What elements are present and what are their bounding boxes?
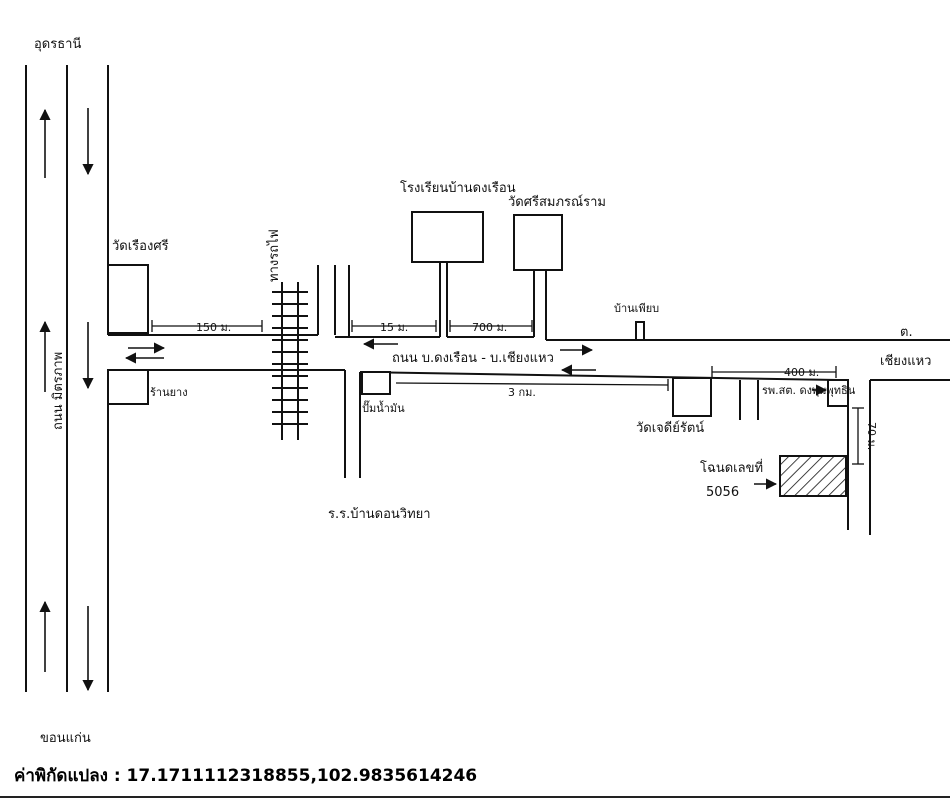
label-chiang-waeng: เชียงแหว — [880, 353, 931, 369]
railway-track — [272, 282, 308, 440]
label-land-number: 5056 — [706, 485, 739, 500]
label-dist-400: 400 ม. — [784, 366, 819, 379]
label-temple-upper: วัดศรีสมภรณ์ราม — [508, 194, 606, 210]
label-gas-station: ปั๊มน้ำมัน — [362, 400, 405, 415]
gas-station-building — [361, 371, 391, 395]
label-north-city: อุดรธานี — [34, 36, 81, 52]
school-building — [411, 211, 484, 263]
rubber-shop-building — [107, 369, 149, 405]
house-marker — [635, 321, 645, 341]
temple-lower-building — [672, 377, 712, 417]
frame-bottom-line — [0, 796, 950, 798]
label-dist-700: 700 ม. — [472, 321, 507, 334]
label-dist-150: 150 ม. — [196, 321, 231, 334]
label-dist-3km: 3 กม. — [508, 386, 536, 399]
label-main-road: ถนน บ.ดงเรือน - บ.เชียงแหว — [392, 350, 554, 366]
label-school: โรงเรียนบ้านดงเรือน — [400, 180, 516, 196]
dim-3km-line — [395, 382, 669, 386]
clinic-building — [827, 379, 849, 407]
label-clinic: รพ.สต. ดงพุมพุทธิน — [762, 384, 856, 397]
temple-left-building — [107, 264, 149, 334]
label-land: โฉนดเลขที่ — [700, 459, 763, 476]
label-south-city: ขอนแก่น — [40, 731, 91, 746]
label-dist-15: 15 ม. — [380, 321, 408, 334]
label-railway: ทางรถไฟ — [266, 229, 282, 282]
label-dist-70: 70 ม. — [865, 422, 878, 450]
label-house: บ้านเพียบ — [614, 302, 659, 315]
label-temple-left: วัดเรืองศรี — [112, 238, 169, 254]
label-highway: ถนน มิตรภาพ — [51, 352, 66, 430]
label-school-lower: ร.ร.บ้านดอนวิทยา — [328, 507, 431, 522]
label-tambon: ต. — [900, 325, 913, 340]
temple-upper-building — [513, 214, 563, 271]
land-parcel — [779, 455, 847, 497]
main-road-south-edge-b — [359, 371, 839, 381]
label-rubber-shop: ร้านยาง — [150, 386, 188, 399]
coordinate-readout: ค่าพิกัดแปลง : 17.1711112318855,102.9835… — [14, 766, 478, 786]
label-temple-lower: วัดเจดีย์รัตน์ — [636, 420, 704, 436]
